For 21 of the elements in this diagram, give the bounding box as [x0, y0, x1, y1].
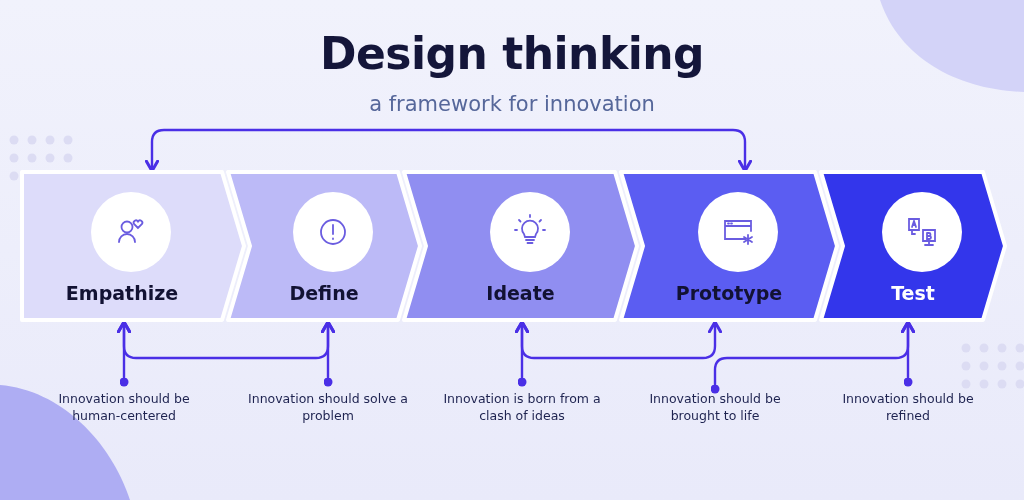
chevron-step [621, 172, 837, 320]
note-text: Innovation should be refined [828, 390, 988, 424]
subtitle: a framework for innovation [369, 92, 655, 116]
connector-arrow [900, 320, 916, 387]
connector-arrow [144, 128, 753, 173]
note-text: Innovation should be brought to life [635, 390, 795, 424]
chevron-step [228, 172, 420, 320]
step-label: Test [890, 282, 936, 304]
note-text: Innovation is born from a clash of ideas [442, 390, 602, 424]
note-text: Innovation should be human-centered [44, 390, 204, 424]
chevron-step [821, 172, 1005, 320]
step-label: Define [288, 282, 360, 304]
chevron-step [404, 172, 637, 320]
connector-arrow [514, 320, 723, 360]
step-label: Ideate [485, 282, 556, 304]
title: Design thinking [319, 28, 705, 79]
step-label: Prototype [674, 282, 784, 304]
note-text: Innovation should solve a problem [248, 390, 408, 424]
step-label: Empathize [64, 282, 180, 304]
connector-arrow [116, 320, 336, 360]
chevron-step [22, 172, 244, 320]
